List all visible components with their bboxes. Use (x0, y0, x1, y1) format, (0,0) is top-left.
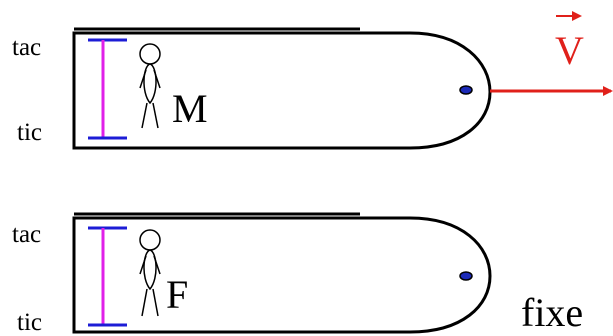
moving-train: tac tic M V (12, 11, 613, 150)
observer-figure-f (139, 229, 161, 317)
headlight-dot-bottom (459, 271, 473, 281)
train-body-top (72, 31, 492, 150)
headlight-dot-top (459, 85, 473, 95)
train-body-bottom (72, 216, 492, 334)
tic-label-top: tic (17, 119, 42, 146)
tic-label-bottom: tic (17, 309, 42, 336)
fixed-status-label: fixe (521, 290, 583, 335)
observer-label-m: M (172, 86, 208, 131)
tac-label-bottom: tac (12, 221, 41, 248)
observer-figure-m (139, 43, 161, 129)
tac-label-top: tac (12, 34, 41, 61)
fixed-train: tac tic F fixe (12, 212, 583, 336)
velocity-label: V (555, 28, 584, 73)
observer-label-f: F (166, 272, 188, 317)
